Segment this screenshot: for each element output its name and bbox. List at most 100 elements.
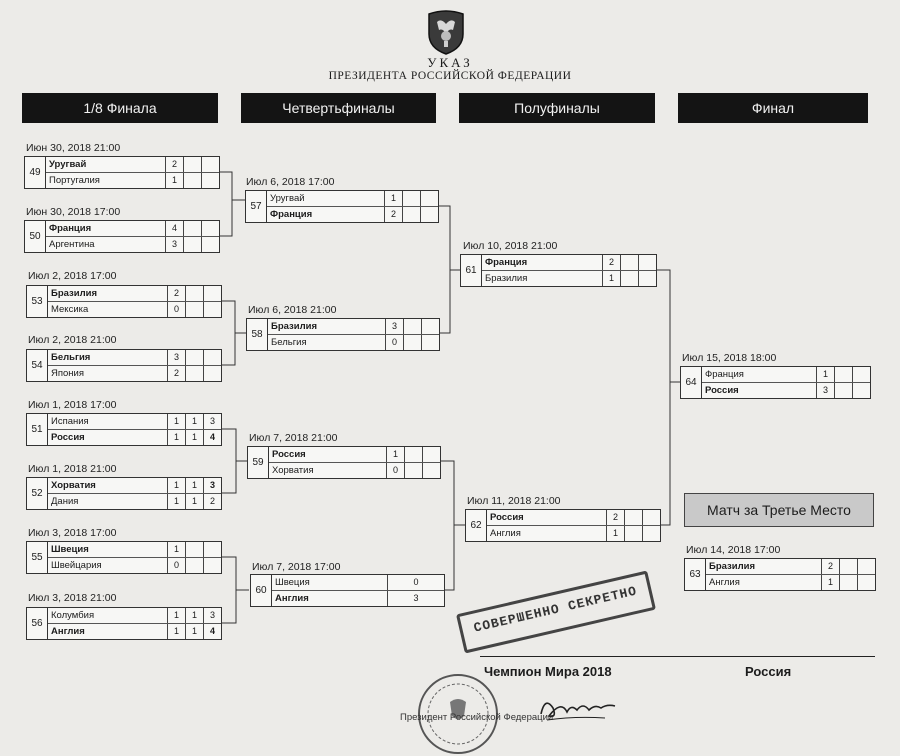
- score-cell: [857, 575, 875, 590]
- team-name: Швеция: [275, 577, 310, 588]
- score-cell: [839, 559, 857, 574]
- team-name: Япония: [51, 368, 84, 379]
- match-number: 64: [681, 367, 702, 398]
- match-58-date: Июл 6, 2018 21:00: [248, 304, 337, 316]
- match-number: 53: [27, 286, 48, 317]
- team-name: Россия: [490, 512, 524, 523]
- match-57-date: Июл 6, 2018 17:00: [246, 176, 335, 188]
- match-63-date: Июл 14, 2018 17:00: [686, 544, 781, 556]
- score-cell: 1: [185, 608, 203, 623]
- score-cell: 3: [203, 414, 221, 429]
- score-cell: [420, 207, 438, 222]
- match-54-date: Июл 2, 2018 21:00: [28, 334, 117, 346]
- score-cell: [203, 366, 221, 381]
- score-cell: [403, 335, 421, 350]
- team-name: Бельгия: [271, 337, 307, 348]
- score-cell: 1: [185, 624, 203, 639]
- score-cell: 2: [203, 494, 221, 509]
- team-name: Франция: [705, 369, 744, 380]
- score-cell: [183, 221, 201, 236]
- score-cell: [402, 207, 420, 222]
- team-name: Англия: [709, 577, 740, 588]
- score-cell: [404, 447, 422, 462]
- team-name: Бразилия: [485, 273, 528, 284]
- team-name: Швейцария: [51, 560, 102, 571]
- score-cell: 3: [387, 591, 444, 606]
- score-cell: [834, 367, 852, 382]
- match-62-date: Июл 11, 2018 21:00: [467, 495, 561, 507]
- score-cell: [642, 526, 660, 541]
- score-cell: [624, 510, 642, 525]
- score-cell: [201, 173, 219, 188]
- match-52-date: Июл 1, 2018 21:00: [28, 463, 117, 475]
- match-number: 63: [685, 559, 706, 590]
- team-name: Швеция: [51, 544, 89, 555]
- score-cell: [185, 366, 203, 381]
- score-cell: [422, 447, 440, 462]
- match-number: 49: [25, 157, 46, 188]
- score-cell: [185, 542, 203, 557]
- match-50-date: Июн 30, 2018 17:00: [26, 206, 121, 218]
- score-cell: [839, 575, 857, 590]
- round-header-qf: Четвертьфиналы: [241, 93, 436, 123]
- team-name: Аргентина: [49, 239, 95, 250]
- score-cell: 1: [165, 173, 183, 188]
- score-cell: 1: [167, 430, 185, 445]
- team-name: Россия: [51, 432, 85, 443]
- team-name: Мексика: [51, 304, 89, 315]
- score-cell: [852, 367, 870, 382]
- team-name: Россия: [705, 385, 739, 396]
- match-61-date: Июл 10, 2018 21:00: [463, 240, 558, 252]
- champion-divider: [480, 656, 875, 657]
- champion-value: Россия: [745, 664, 792, 679]
- score-cell: 1: [167, 542, 185, 557]
- match-number: 59: [248, 447, 269, 478]
- team-row: Бразилия 2: [48, 286, 221, 301]
- score-cell: [203, 350, 221, 365]
- match-number: 58: [247, 319, 268, 350]
- match-number: 61: [461, 255, 482, 286]
- score-cell: [201, 221, 219, 236]
- score-cell: [203, 542, 221, 557]
- decree-subtitle: ПРЕЗИДЕНТА РОССИЙСКОЙ ФЕДЕРАЦИИ: [328, 70, 572, 82]
- score-cell: 3: [203, 608, 221, 623]
- score-cell: 1: [167, 414, 185, 429]
- score-cell: [404, 463, 422, 478]
- score-cell: [183, 237, 201, 252]
- score-cell: [624, 526, 642, 541]
- score-cell: 3: [167, 350, 185, 365]
- score-cell: [203, 302, 221, 317]
- score-cell: 4: [165, 221, 183, 236]
- team-name: Бразилия: [51, 288, 98, 299]
- score-cell: 2: [167, 286, 185, 301]
- score-cell: 1: [167, 624, 185, 639]
- score-cell: [201, 157, 219, 172]
- score-cell: 2: [821, 559, 839, 574]
- score-cell: 3: [203, 478, 221, 493]
- president-signature-icon: [540, 702, 616, 721]
- team-name: Уругвай: [49, 159, 87, 170]
- team-name: Колумбия: [51, 610, 95, 621]
